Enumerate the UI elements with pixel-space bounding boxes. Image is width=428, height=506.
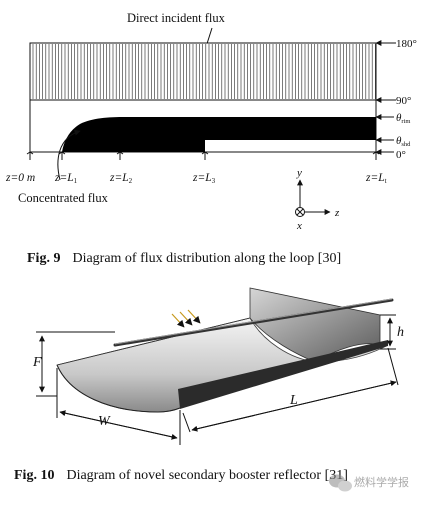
axis-x-label: x bbox=[296, 220, 302, 232]
theta-shd-label: θshd bbox=[396, 135, 411, 148]
dimension-F-label: F bbox=[32, 355, 42, 370]
angle-90-label: 90° bbox=[396, 95, 411, 107]
dimension-h bbox=[380, 314, 396, 350]
angle-180-label: 180° bbox=[396, 38, 417, 50]
dimension-W bbox=[56, 368, 181, 445]
trough-front-edge bbox=[178, 340, 388, 409]
z-axis-ticks bbox=[26, 151, 380, 160]
theta-rim-label: θrim bbox=[396, 112, 410, 125]
dimension-L-label: L bbox=[289, 393, 298, 408]
angle-0-label: 0° bbox=[396, 149, 406, 161]
coordinate-axes: y z x bbox=[295, 167, 340, 232]
dimension-F bbox=[36, 331, 115, 397]
direct-incident-flux-label: Direct incident flux bbox=[127, 11, 226, 25]
zl3-label: z=L3 bbox=[192, 172, 216, 185]
absorber-tube bbox=[113, 298, 394, 347]
axis-z-label: z bbox=[334, 207, 340, 219]
zl1-label: z=L1 bbox=[54, 172, 78, 185]
direct-flux-hatch bbox=[32, 44, 376, 99]
sun-rays bbox=[171, 309, 201, 328]
trough-end-profile bbox=[56, 364, 181, 413]
axis-y-label: y bbox=[296, 167, 302, 179]
zl2-label: z=L2 bbox=[109, 172, 133, 185]
concentrated-flux-label: Concentrated flux bbox=[18, 191, 109, 205]
zlt-label: z=Lt bbox=[365, 172, 387, 185]
dimension-W-label: W bbox=[98, 414, 111, 429]
dimension-h-label: h bbox=[397, 325, 404, 340]
concentrated-flux-region bbox=[62, 117, 376, 152]
fig9-diagram: Direct incident flux 180° 90° θrim θshd … bbox=[5, 11, 417, 266]
z0-label: z=0 m bbox=[5, 172, 35, 184]
wechat-icon bbox=[329, 474, 352, 492]
concentrated-flux-pointer bbox=[57, 129, 81, 181]
watermark-text: 燃料学学报 bbox=[354, 475, 409, 489]
watermark: 燃料学学报 bbox=[329, 474, 409, 492]
trough-back-edge bbox=[56, 317, 251, 366]
dimension-L bbox=[182, 347, 399, 433]
